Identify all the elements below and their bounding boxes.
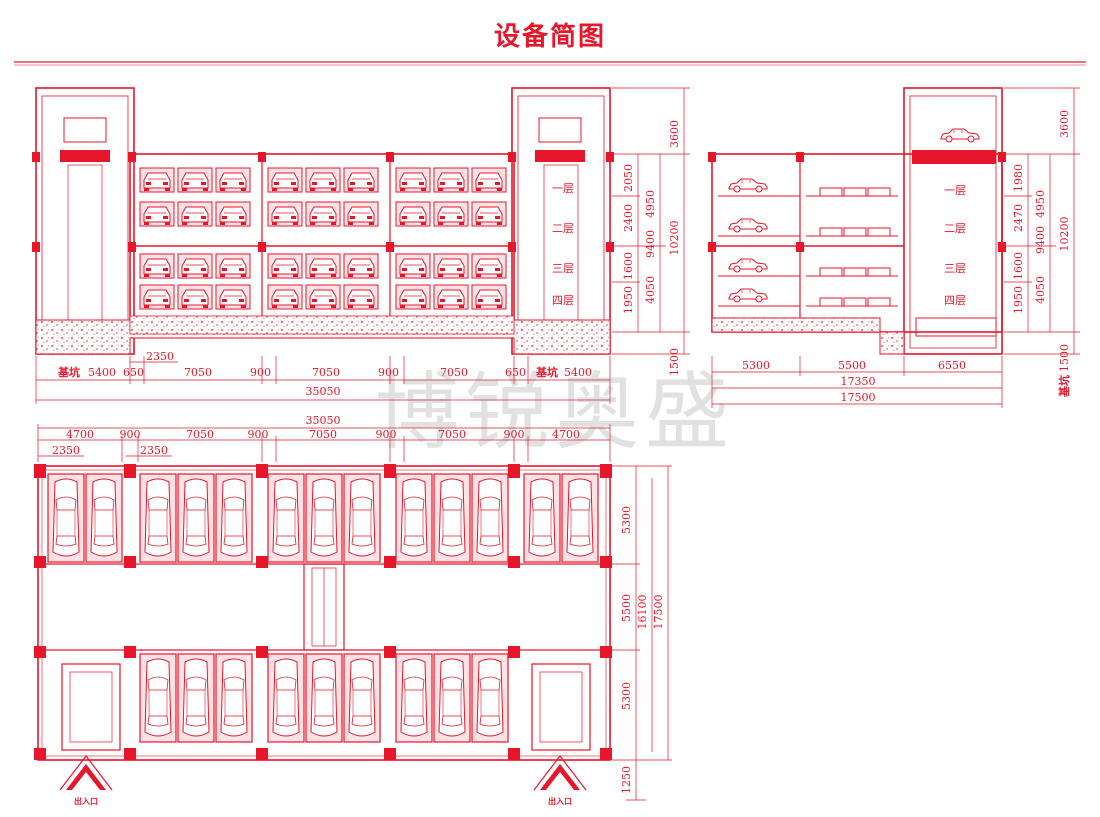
plan-dim-top-4: 900 [248, 428, 269, 441]
front-dim-right-mid-3: 4050 [644, 276, 657, 304]
side-dim-mid-total: 17350 [841, 375, 876, 388]
plan-dim-right-outer: 17500 [652, 595, 665, 630]
front-dim-bottom-6: 900 [378, 366, 399, 379]
side-dim-bottom-3: 6550 [938, 359, 966, 372]
front-elevation [32, 87, 614, 355]
plan-dim-total: 35050 [306, 414, 341, 427]
side-dim-lines-right [1004, 87, 1080, 355]
front-dim-right-inner-4: 1950 [622, 286, 635, 314]
front-pit-label-right: 基坑 [535, 365, 558, 379]
front-dim-bottom-7: 7050 [440, 366, 468, 379]
front-dim-bottom-9: 5400 [564, 366, 592, 379]
side-dim-right-inner-1: 1980 [1012, 164, 1025, 192]
side-dim-right-outer-1: 3600 [1058, 110, 1071, 138]
plan-dim-lines-right [612, 465, 672, 801]
side-elevation [708, 87, 1006, 355]
front-dim-bottom-4: 900 [250, 366, 271, 379]
side-dim-right-mid-2: 9400 [1034, 226, 1047, 254]
front-dim-right-outer-2: 10200 [668, 221, 681, 256]
plan-dim-top-6: 900 [376, 428, 397, 441]
plan-cars-top [47, 473, 599, 563]
side-level-4: 四层 [944, 294, 966, 307]
front-dim-bottom-5: 7050 [312, 366, 340, 379]
front-dim-right-outer-3: 1500 [668, 348, 681, 376]
plan-dim-top-1: 4700 [66, 428, 94, 441]
plan-dim-top-9: 4700 [552, 428, 580, 441]
plan-dim-top-5: 7050 [309, 428, 337, 441]
entrance-left-label: 出入口 [74, 796, 98, 806]
front-dim-lines-bottom [35, 356, 611, 404]
front-pit-label-left: 基坑 [57, 365, 80, 379]
plan-columns [34, 464, 612, 760]
side-dim-right-inner-2: 2470 [1012, 204, 1025, 232]
page-title: 设备简图 [493, 22, 606, 52]
plan-dim-lines-top [37, 424, 611, 462]
front-dim-right-outer-1: 3600 [668, 120, 681, 148]
entrance-right [533, 755, 587, 791]
front-dim-bottom-1: 5400 [88, 366, 116, 379]
front-dim-right-inner-1: 2050 [622, 164, 635, 192]
side-dim-right-outer-2: 10200 [1058, 217, 1071, 252]
plan-dim-right-3: 5300 [620, 682, 633, 710]
side-dim-total: 17500 [841, 391, 876, 404]
side-dim-lines-bottom [711, 356, 1003, 408]
side-level-2: 二层 [944, 222, 966, 235]
plan-dim-bottom: 1250 [620, 766, 633, 794]
front-dim-right-mid-1: 4950 [644, 190, 657, 218]
plan-dim-top-3: 7050 [186, 428, 214, 441]
side-level-3: 三层 [944, 262, 966, 275]
front-dim-right-mid-2: 9400 [644, 230, 657, 258]
side-dim-bottom-2: 5500 [838, 359, 866, 372]
front-dim-right-inner-3: 1600 [622, 252, 635, 280]
plan-dim-top-2: 900 [120, 428, 141, 441]
side-dim-right-outer-3: 1500 [1058, 344, 1071, 372]
front-level-3: 三层 [552, 262, 574, 275]
plan-dim-right-2: 5500 [620, 594, 633, 622]
front-cars [139, 167, 507, 310]
plan-dim-small-2: 2350 [140, 444, 168, 457]
front-dim-bottom-3: 7050 [184, 366, 212, 379]
front-level-1: 一层 [552, 182, 574, 195]
front-level-4: 四层 [552, 294, 574, 307]
plan-dim-top-8: 900 [504, 428, 525, 441]
front-dim-bottom-2: 650 [123, 366, 144, 379]
side-dim-right-mid-1: 4950 [1034, 190, 1047, 218]
entrance-right-label: 出入口 [548, 796, 572, 806]
plan-dim-right-mid: 16100 [636, 595, 649, 630]
front-dim-lines-right [612, 87, 690, 355]
front-dim-small: 2350 [146, 350, 174, 363]
side-dim-bottom-1: 5300 [742, 359, 770, 372]
front-dim-bottom-8: 650 [505, 366, 526, 379]
side-level-1: 一层 [944, 184, 966, 197]
front-level-2: 二层 [552, 222, 574, 235]
entrance-left [59, 755, 113, 791]
side-dim-right-mid-3: 4050 [1034, 276, 1047, 304]
plan-dim-small-1: 2350 [52, 444, 80, 457]
plan-cars-bottom [139, 653, 509, 743]
side-dim-right-inner-3: 1600 [1012, 252, 1025, 280]
side-dim-right-inner-4: 1950 [1012, 286, 1025, 314]
front-dim-total: 35050 [306, 385, 341, 398]
front-dim-right-inner-2: 2400 [622, 204, 635, 232]
side-pit-label: 基坑 [1057, 375, 1071, 398]
plan-dim-top-7: 7050 [438, 428, 466, 441]
plan-dim-right-1: 5300 [620, 506, 633, 534]
